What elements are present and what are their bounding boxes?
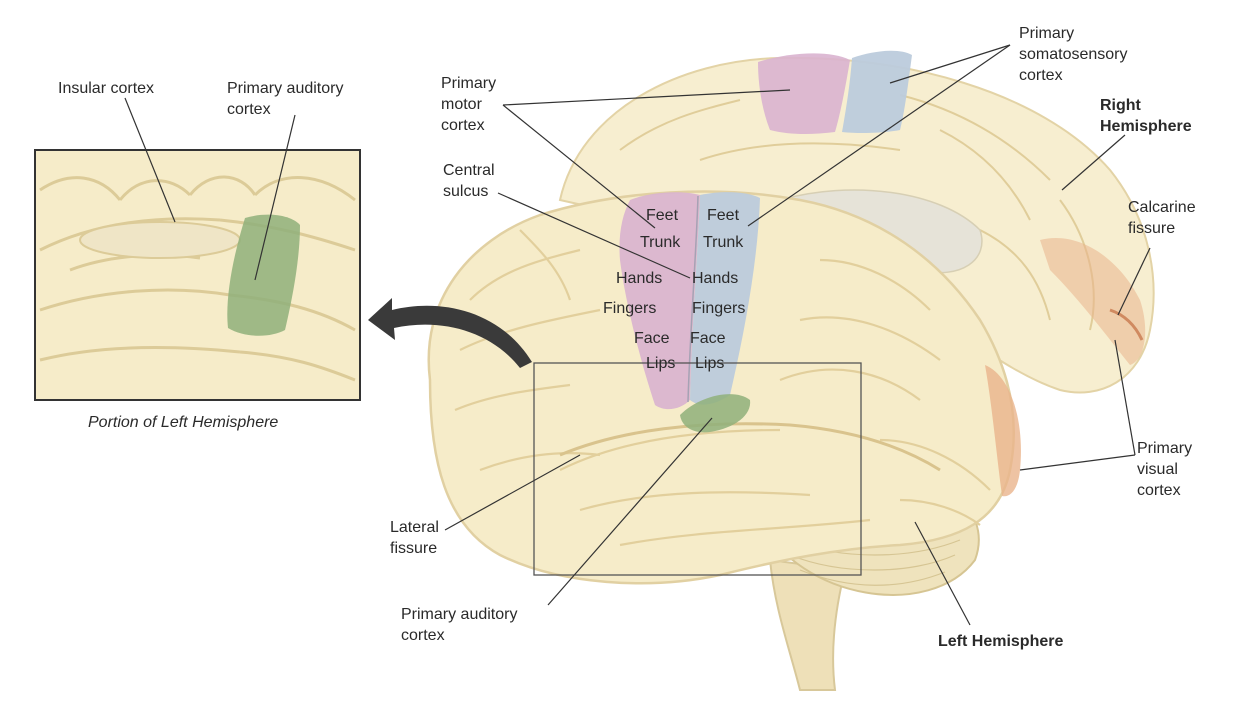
primary-visual-label-line1: Primary: [1137, 440, 1193, 457]
inset-auditory-label-line2: cortex: [227, 101, 271, 118]
primary-somatosensory-label: Primary somatosensory cortex: [1019, 23, 1128, 86]
calcarine-label-line1: Calcarine: [1128, 199, 1196, 216]
sensory-fingers-label: Fingers: [692, 300, 746, 317]
motor-hands-label: Hands: [616, 270, 663, 287]
leader-lines: [124, 44, 1151, 626]
motor-feet-label: Feet: [646, 207, 679, 224]
inset-auditory-label: Primary auditory cortex: [227, 78, 343, 120]
left-visual-cortex: [985, 365, 1021, 497]
zoom-arrow: [368, 298, 532, 368]
calcarine-label-line2: fissure: [1128, 220, 1176, 237]
main-auditory-label-line1: Primary auditory: [401, 606, 518, 623]
calcarine-fissure-label: Calcarine fissure: [1128, 197, 1196, 239]
right-hemisphere-label: Right Hemisphere: [1100, 95, 1192, 137]
primary-motor-label-line1: Primary: [441, 75, 497, 92]
right-hemisphere-label-line2: Hemisphere: [1100, 118, 1192, 135]
motor-fingers-label: Fingers: [603, 300, 657, 317]
primary-visual-label-line3: cortex: [1137, 482, 1181, 499]
right-visual-cortex: [1040, 238, 1146, 365]
primary-motor-label-line3: cortex: [441, 117, 485, 134]
sensory-trunk-label: Trunk: [703, 234, 744, 251]
lateral-fissure-line: [559, 422, 941, 472]
motor-trunk-label: Trunk: [640, 234, 681, 251]
central-sulcus-label: Central sulcus: [443, 160, 495, 202]
primary-visual-label-line2: visual: [1137, 461, 1178, 478]
inset-auditory-cortex: [227, 214, 300, 336]
left-auditory-cortex: [680, 394, 751, 433]
inset-caption: Portion of Left Hemisphere: [88, 414, 279, 431]
somatosensory-label-line1: Primary: [1019, 25, 1075, 42]
brain-stem: [768, 558, 847, 691]
motor-lips-label: Lips: [646, 355, 676, 372]
primary-motor-label: Primary motor cortex: [441, 73, 496, 136]
inset-auditory-label-line1: Primary auditory: [227, 80, 344, 97]
right-motor-strip: [758, 53, 850, 135]
somatosensory-label-line3: cortex: [1019, 67, 1063, 84]
inset-panel: [34, 149, 361, 401]
lateral-fissure-label-line1: Lateral: [390, 519, 439, 536]
insular-cortex-label: Insular cortex: [58, 80, 155, 97]
primary-visual-label: Primary visual cortex: [1137, 438, 1192, 501]
primary-motor-label-line2: motor: [441, 96, 482, 113]
zoom-region-box: [533, 362, 862, 576]
left-hemisphere-label: Left Hemisphere: [938, 633, 1064, 650]
right-sensory-strip: [842, 50, 912, 134]
somatosensory-label-line2: somatosensory: [1019, 46, 1128, 63]
lateral-fissure-label-line2: fissure: [390, 540, 438, 557]
right-hemisphere-label-line1: Right: [1100, 97, 1141, 114]
sensory-hands-label: Hands: [692, 270, 739, 287]
lateral-fissure-label: Lateral fissure: [390, 517, 439, 559]
main-auditory-label: Primary auditory cortex: [401, 604, 517, 646]
left-motor-strip: [619, 192, 700, 410]
central-sulcus-label-line2: sulcus: [443, 183, 489, 200]
central-sulcus-line: [687, 195, 699, 403]
sensory-face-label: Face: [690, 330, 726, 347]
main-auditory-label-line2: cortex: [401, 627, 445, 644]
central-sulcus-label-line1: Central: [443, 162, 495, 179]
sensory-lips-label: Lips: [695, 355, 725, 372]
left-sensory-strip: [690, 192, 760, 405]
sensory-feet-label: Feet: [707, 207, 740, 224]
motor-face-label: Face: [634, 330, 670, 347]
